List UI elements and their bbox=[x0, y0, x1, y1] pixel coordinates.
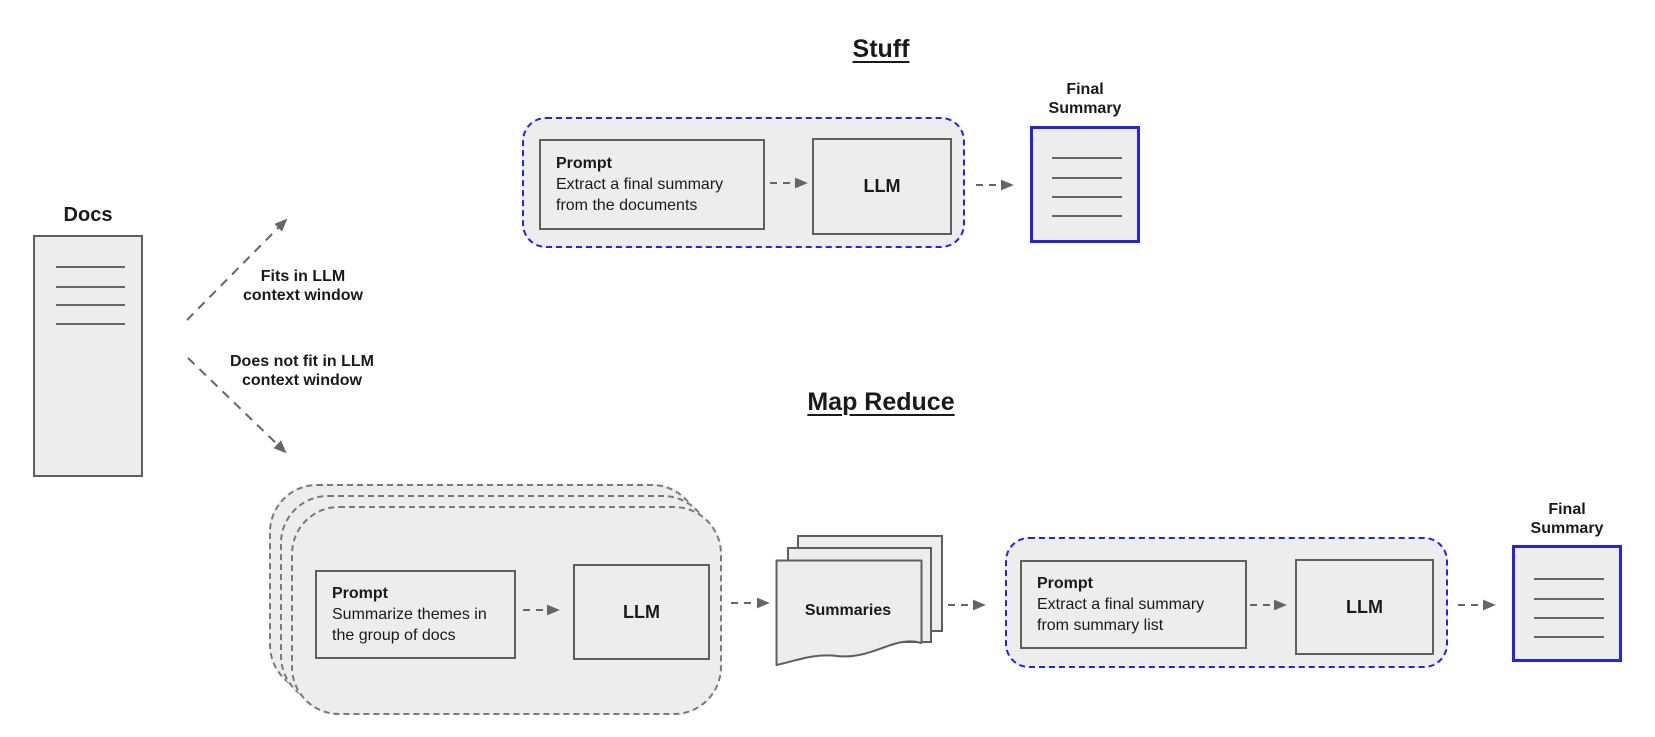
doc-line bbox=[56, 304, 125, 306]
reduce-prompt-box: Prompt Extract a final summary from summ… bbox=[1020, 560, 1247, 649]
summaries-page-front bbox=[775, 559, 923, 666]
prompt-text-line: Extract a final summary bbox=[1037, 596, 1205, 613]
does-not-fit-label-line2: context window bbox=[242, 372, 362, 389]
doc-line bbox=[1534, 598, 1604, 600]
doc-line bbox=[1052, 196, 1122, 198]
docs-document bbox=[33, 235, 143, 477]
doc-line bbox=[1052, 215, 1122, 217]
prompt-text-line: the group of docs bbox=[332, 627, 456, 644]
prompt-title: Prompt bbox=[556, 155, 612, 172]
final-summary-label-line2: Summary bbox=[1048, 100, 1122, 117]
docs-label: Docs bbox=[33, 204, 143, 226]
prompt-title: Prompt bbox=[332, 585, 388, 602]
final-summary-label-line1: Final bbox=[1548, 501, 1586, 518]
docs-label-text: Docs bbox=[63, 204, 113, 226]
map-reduce-final-summary-label: Final Summary bbox=[1512, 500, 1622, 538]
fits-label-line1: Fits in LLM bbox=[260, 268, 346, 285]
map-reduce-title: Map Reduce bbox=[807, 388, 955, 416]
stuff-prompt-box: Prompt Extract a final summary from the … bbox=[539, 139, 765, 230]
llm-label: LLM bbox=[1346, 596, 1383, 617]
fits-label: Fits in LLM context window bbox=[223, 267, 383, 305]
reduce-llm-box: LLM bbox=[1295, 559, 1434, 655]
prompt-text-line: from summary list bbox=[1037, 617, 1164, 634]
stuff-final-summary-label: Final Summary bbox=[1030, 80, 1140, 118]
map-group: Prompt Summarize themes in the group of … bbox=[291, 506, 722, 715]
doc-line bbox=[56, 266, 125, 268]
prompt-text-line: from the documents bbox=[556, 197, 698, 214]
does-not-fit-label-line1: Does not fit in LLM bbox=[230, 353, 374, 370]
stuff-group: Prompt Extract a final summary from the … bbox=[522, 117, 965, 248]
llm-label: LLM bbox=[623, 601, 660, 622]
stuff-title: Stuff bbox=[852, 35, 910, 63]
prompt-text-line: Extract a final summary bbox=[556, 176, 724, 193]
doc-line bbox=[56, 323, 125, 325]
stuff-llm-box: LLM bbox=[812, 138, 952, 235]
prompt-text-line: Summarize themes in bbox=[332, 606, 487, 623]
map-llm-box: LLM bbox=[573, 564, 710, 660]
doc-line bbox=[56, 286, 125, 288]
doc-line bbox=[1052, 157, 1122, 159]
stuff-final-summary-document bbox=[1030, 126, 1140, 243]
reduce-group: Prompt Extract a final summary from summ… bbox=[1005, 537, 1448, 668]
doc-line bbox=[1534, 636, 1604, 638]
doc-line bbox=[1534, 617, 1604, 619]
map-prompt-box: Prompt Summarize themes in the group of … bbox=[315, 570, 516, 659]
map-reduce-final-summary-document bbox=[1512, 545, 1622, 662]
prompt-title: Prompt bbox=[1037, 575, 1093, 592]
fits-label-line2: context window bbox=[243, 287, 363, 304]
llm-label: LLM bbox=[863, 176, 901, 196]
final-summary-label-line1: Final bbox=[1066, 81, 1104, 98]
summaries-label: Summaries bbox=[804, 602, 892, 619]
doc-line bbox=[1534, 578, 1604, 580]
final-summary-label-line2: Summary bbox=[1530, 520, 1604, 537]
doc-line bbox=[1052, 177, 1122, 179]
does-not-fit-label: Does not fit in LLM context window bbox=[212, 352, 392, 390]
